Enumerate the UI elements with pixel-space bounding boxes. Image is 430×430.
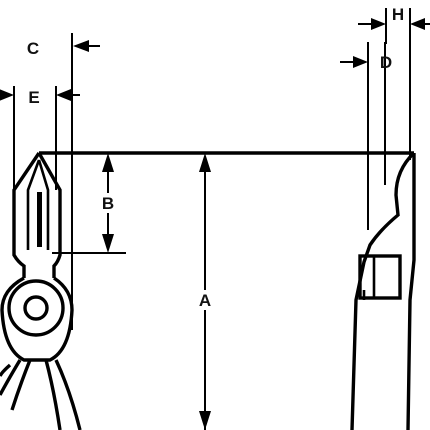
dimension-B: B — [52, 153, 126, 254]
dimension-B-label-bg — [99, 193, 117, 213]
joint-body-outline — [0, 276, 74, 362]
dimension-A-arrow-down — [199, 411, 211, 430]
dimension-H-arrow-left — [371, 18, 386, 30]
dimension-E-label: E — [28, 88, 39, 107]
dimension-A-label: A — [199, 291, 211, 310]
front-jaw-inner — [26, 159, 50, 250]
dimension-C: C — [27, 33, 100, 330]
dimension-B-arrow-down — [102, 234, 114, 253]
dimension-H: H — [358, 5, 430, 160]
dimension-D-arrow — [353, 56, 368, 68]
spring-housing — [358, 254, 402, 300]
dimension-D-label: D — [380, 53, 392, 72]
pliers-front-view — [0, 152, 82, 430]
dimension-D: D — [340, 42, 392, 230]
dimension-C-label: C — [27, 39, 39, 58]
pivot-outer-ring — [7, 279, 65, 337]
front-jaw-outline — [12, 152, 62, 278]
dimension-E-arrow-left — [0, 89, 14, 101]
front-handles — [0, 359, 82, 430]
cutting-gap — [37, 192, 42, 247]
dimension-H-arrow-right — [410, 18, 425, 30]
dimension-C-arrow — [73, 40, 89, 52]
dimension-B-label: B — [102, 194, 114, 213]
dimension-B-arrow-up — [102, 153, 114, 172]
dimension-A: A — [196, 153, 214, 430]
side-jaw-outline — [350, 151, 416, 430]
dimension-A-label-bg — [196, 290, 214, 310]
side-jaw-back — [406, 153, 416, 430]
dimension-E-arrow-right — [56, 89, 71, 101]
pivot-screw — [23, 295, 49, 321]
pliers-side-view — [350, 151, 416, 430]
dimension-A-arrow-up — [199, 153, 211, 172]
dimension-E: E — [0, 86, 80, 190]
dimension-H-label: H — [392, 5, 404, 24]
